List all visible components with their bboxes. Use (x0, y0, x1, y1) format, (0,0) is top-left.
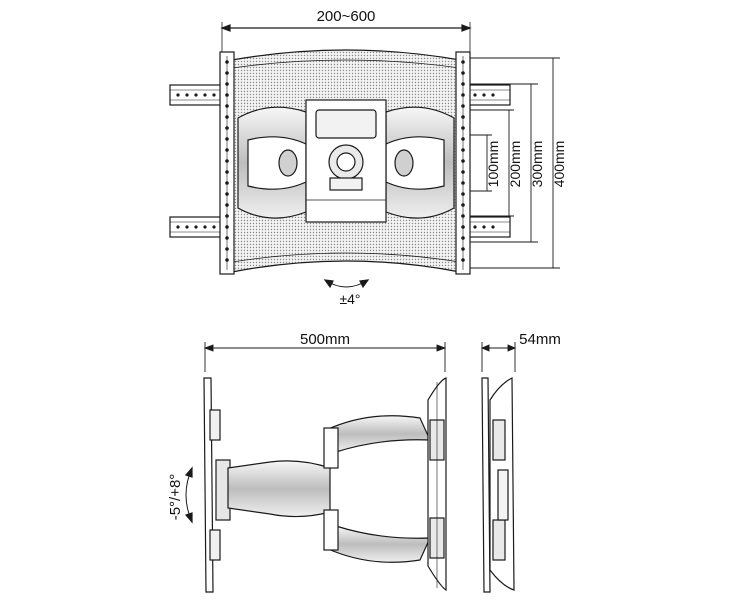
side-view-extended: 500mm -5°/+8° (167, 331, 447, 593)
rail-hole (176, 225, 180, 229)
bracket-hole (225, 181, 229, 185)
tilt-rotation-label: ±4° (339, 291, 360, 307)
depth-label: 54mm (519, 331, 561, 348)
bracket-hole (225, 247, 229, 251)
bracket-hole (225, 258, 229, 262)
bracket-hole (225, 225, 229, 229)
left-vesa-bracket (219, 51, 235, 275)
rail-hole (482, 225, 486, 229)
tilt-arrow (184, 466, 193, 524)
bracket-hole (225, 192, 229, 196)
bracket-hole (461, 258, 465, 262)
rail-hole (185, 93, 189, 97)
dim-100mm-label: 100mm (485, 141, 501, 188)
bracket-hole (461, 104, 465, 108)
bracket-hole (461, 60, 465, 64)
bracket-hole (225, 137, 229, 141)
rail-hole (194, 225, 198, 229)
bracket-hole (461, 203, 465, 207)
bracket-hole (225, 236, 229, 240)
bracket-hole (225, 82, 229, 86)
side-arms (227, 415, 431, 563)
bracket-hole (461, 225, 465, 229)
bracket-hole (461, 170, 465, 174)
center-plate (305, 99, 387, 223)
display-bracket-side (203, 377, 231, 593)
tilt-range-label: -5°/+8° (167, 474, 184, 521)
bracket-hole (225, 170, 229, 174)
bracket-hole (461, 71, 465, 75)
dim-200mm-label: 200mm (507, 141, 523, 188)
rail-hole (473, 225, 477, 229)
bracket-hole (461, 192, 465, 196)
bracket-hole (225, 148, 229, 152)
front-view: 200~600 (169, 8, 567, 307)
bracket-hole (225, 71, 229, 75)
right-vesa-bracket (455, 51, 471, 275)
width-range-label: 200~600 (317, 8, 376, 25)
bracket-hole (461, 247, 465, 251)
bracket-hole (461, 115, 465, 119)
bracket-hole (225, 60, 229, 64)
rotation-arrow (323, 279, 370, 289)
rail-hole (491, 93, 495, 97)
dim-300mm-label: 300mm (529, 141, 545, 188)
bracket-hole (461, 181, 465, 185)
rail-hole (185, 225, 189, 229)
bracket-hole (225, 115, 229, 119)
extension-label: 500mm (300, 331, 350, 348)
vertical-dimensions (470, 57, 560, 269)
bracket-hole (225, 159, 229, 163)
rail-hole (482, 93, 486, 97)
width-dimension (220, 22, 472, 52)
bracket-hole (461, 82, 465, 86)
rail-hole (491, 225, 495, 229)
bracket-hole (225, 104, 229, 108)
bracket-hole (461, 159, 465, 163)
bracket-hole (225, 203, 229, 207)
bracket-hole (461, 126, 465, 130)
rail-hole (176, 93, 180, 97)
rail-holes (176, 93, 495, 229)
rail-hole (203, 225, 207, 229)
bracket-hole (225, 214, 229, 218)
folded-mount (481, 377, 515, 593)
rail-hole (194, 93, 198, 97)
bracket-hole (225, 126, 229, 130)
rail-hole (212, 225, 216, 229)
bracket-holes (225, 60, 465, 262)
bracket-hole (461, 137, 465, 141)
depth-dimension (480, 342, 517, 372)
bracket-hole (461, 148, 465, 152)
rail-hole (212, 93, 216, 97)
extension-dimension (203, 342, 447, 372)
side-view-folded: 54mm (480, 331, 561, 593)
rail-hole (203, 93, 207, 97)
dim-400mm-label: 400mm (551, 141, 567, 188)
wall-plate-side (427, 377, 447, 592)
bracket-hole (461, 214, 465, 218)
bracket-hole (461, 93, 465, 97)
rail-hole (473, 93, 477, 97)
bracket-hole (225, 93, 229, 97)
bracket-hole (461, 236, 465, 240)
